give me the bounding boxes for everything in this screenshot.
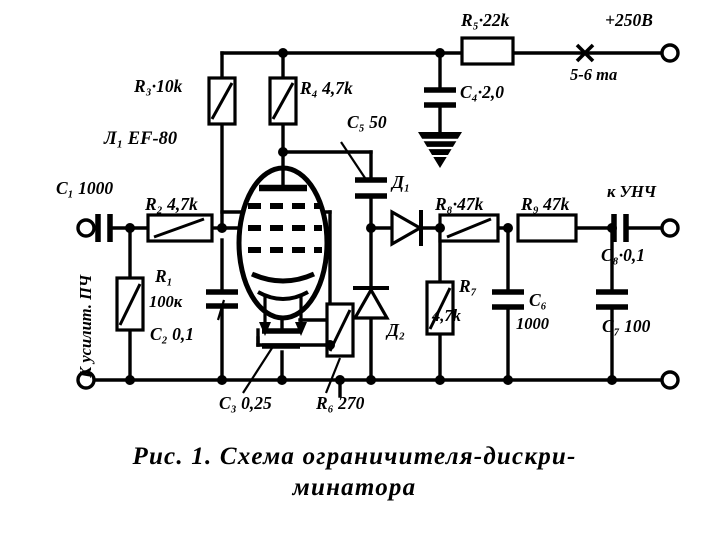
- resistor-r5: [460, 36, 515, 66]
- label-c3: C₃ 0,25: [219, 393, 272, 413]
- capacitor-c1: [95, 214, 113, 242]
- vacuum-tube-l1: [236, 165, 330, 336]
- label-r3: R₃·10k: [134, 76, 183, 96]
- caption-line-2: минатора: [292, 473, 417, 501]
- resistor-r4: [268, 76, 298, 126]
- terminal-output-ground: [660, 370, 680, 390]
- label-output-terminal: к УНЧ: [607, 182, 657, 201]
- label-c6: C₆: [529, 290, 547, 310]
- label-r1: R₁: [155, 266, 173, 286]
- label-c2: C₂ 0,1: [150, 324, 195, 344]
- label-r9: R₉ 47k: [521, 194, 570, 214]
- capacitor-c6: [492, 289, 524, 310]
- label-r2: R₂ 4,7k: [145, 194, 198, 214]
- leader-c2: [216, 299, 226, 321]
- label-r7-value: 4,7k: [432, 306, 461, 325]
- terminal-supply-positive: [660, 43, 680, 63]
- label-c8: C₈·0,1: [601, 245, 646, 265]
- label-r4: R₄ 4,7k: [300, 78, 353, 98]
- label-r1-value: 100к: [149, 292, 183, 311]
- circuit-schematic: [76, 36, 680, 398]
- caption-line-1: Рис. 1. Схема ограничителя-дискри-: [132, 443, 577, 470]
- terminal-output-audio: [660, 218, 680, 238]
- leader-c3: [242, 347, 273, 394]
- ammeter-break-icon: [575, 43, 595, 63]
- capacitor-c3: [262, 328, 300, 349]
- diode-d2: [352, 286, 390, 320]
- label-supply-current: 5-6 ma: [570, 65, 618, 84]
- label-r7: R₇: [459, 276, 477, 296]
- label-r5: R₅·22k: [461, 10, 510, 30]
- leader-lines: [216, 141, 366, 394]
- leader-c5: [340, 141, 366, 179]
- diode-d1: [390, 209, 424, 247]
- label-input-terminal: К усилит. ПЧ: [76, 274, 95, 378]
- label-c7: C₇ 100: [602, 316, 651, 336]
- figure-caption: Рис. 1. Схема ограничителя-дискри- минат…: [0, 442, 709, 503]
- leader-r6: [324, 357, 342, 394]
- label-d1: Д₁: [392, 172, 411, 192]
- resistor-r3: [207, 76, 237, 126]
- terminal-input-signal: [76, 218, 96, 238]
- label-supply-voltage: +250В: [605, 10, 653, 30]
- label-c6-value: 1000: [516, 314, 549, 333]
- resistor-r7: [425, 280, 455, 336]
- label-r8: R₈·47k: [435, 194, 484, 214]
- terminal-input-ground: [76, 370, 96, 390]
- ground-icon: [418, 132, 462, 168]
- resistor-r8: [438, 213, 500, 243]
- junction-dots: [125, 48, 617, 385]
- capacitor-c4: [424, 87, 456, 108]
- resistor-r9: [516, 213, 578, 243]
- capacitor-c5: [355, 177, 387, 199]
- label-c1: C₁ 1000: [56, 178, 114, 198]
- resistor-r1: [115, 276, 145, 332]
- resistor-r2: [146, 213, 214, 243]
- label-r6: R₆ 270: [316, 393, 365, 413]
- label-d2: Д₂: [387, 320, 406, 340]
- label-tube-l1: Л₁ EF-80: [104, 129, 178, 149]
- label-c4: C₄·2,0: [460, 82, 505, 102]
- capacitor-c7: [596, 289, 628, 310]
- label-c5: C₅ 50: [347, 112, 387, 132]
